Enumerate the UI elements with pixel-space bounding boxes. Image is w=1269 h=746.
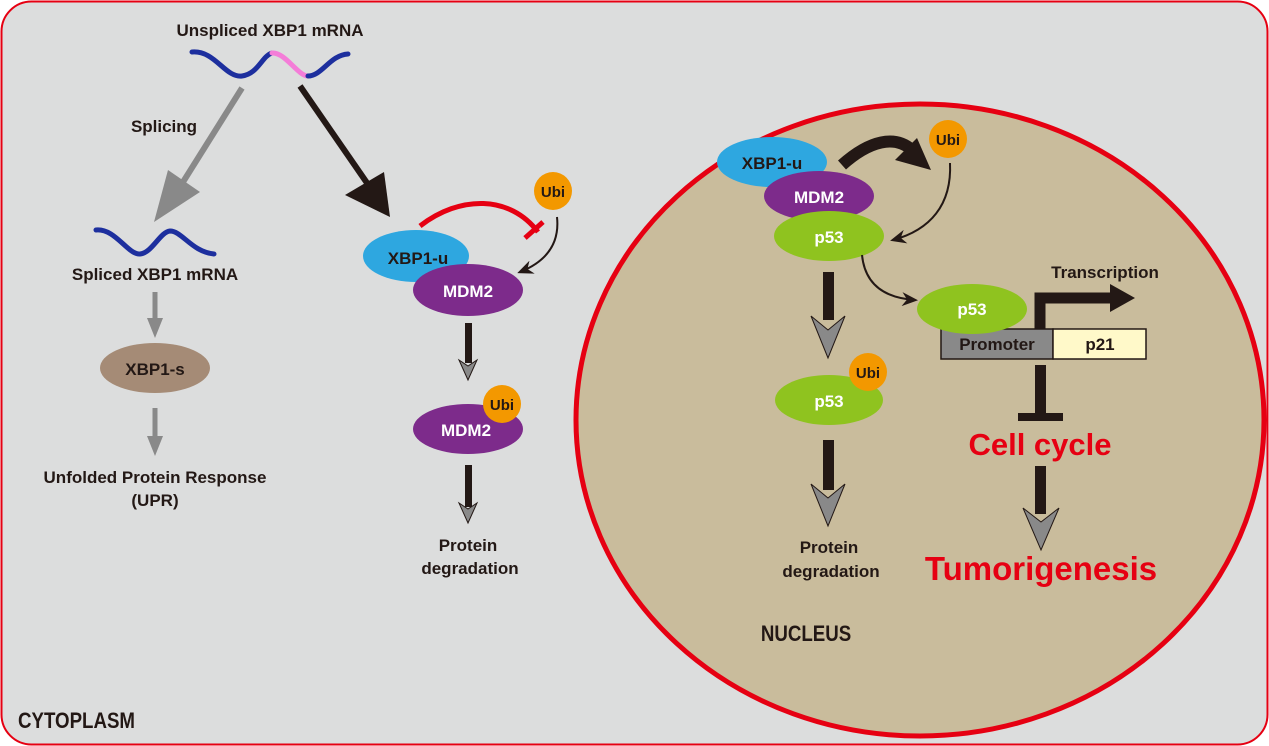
nucleus-ubi-label-p53: Ubi (856, 365, 880, 382)
nucleus-p53-label: p53 (814, 228, 843, 247)
degradation-label-line2: degradation (421, 559, 518, 578)
nucleus-xbp1u-label: XBP1-u (742, 154, 802, 173)
arrow-to-mdm2-ubi (457, 323, 479, 382)
ubi-tag (534, 172, 572, 210)
nucleus-p53-bound-label: p53 (957, 300, 986, 319)
ubi-tag-mdm2 (483, 385, 521, 423)
nucleus-ubi-label: Ubi (936, 132, 960, 149)
splicing-arrow (154, 86, 245, 222)
xbp1s-protein (100, 343, 210, 393)
mdm2-label: MDM2 (443, 282, 493, 301)
nucleus-label: NUCLEUS (761, 623, 851, 647)
ubi-label-mdm2: Ubi (490, 397, 514, 414)
p53-ubiquitination-arrow (810, 272, 846, 360)
nucleus-mdm2-label: MDM2 (794, 188, 844, 207)
promoter-label: Promoter (959, 335, 1035, 354)
upr-label-line2: (UPR) (131, 491, 178, 510)
xbp1u-label: XBP1-u (388, 249, 448, 268)
inhibition-arc (418, 200, 545, 240)
p53-degradation-arrow (810, 440, 846, 528)
arrow-to-degradation (457, 465, 479, 525)
xbp1s-label: XBP1-s (125, 360, 185, 379)
arrow-to-upr (147, 408, 163, 456)
p53-to-promoter-arrow (861, 254, 918, 307)
mdm2-to-ubi-arrow (838, 135, 931, 170)
arrow-to-xbp1s (147, 292, 163, 338)
ubi-label: Ubi (541, 184, 565, 201)
mdm2-protein (413, 264, 523, 316)
ubi-to-p53-arrow (890, 162, 952, 244)
p21-label: p21 (1085, 335, 1114, 354)
nucleus-ubi-tag (929, 120, 967, 158)
translation-arrow (297, 84, 390, 217)
p21-inhibits-cell-cycle (1018, 365, 1063, 421)
nucleus-mdm2-protein (764, 171, 874, 221)
ubiquitination-arrow (517, 216, 559, 274)
nucleus-p53-bound-protein (917, 284, 1027, 334)
upr-label-line1: Unfolded Protein Response (44, 468, 267, 487)
transcription-label: Transcription (1051, 263, 1159, 282)
degradation-label-line1: Protein (439, 536, 498, 555)
spliced-mrna-label: Spliced XBP1 mRNA (72, 265, 238, 284)
nucleus-degradation-line2: degradation (782, 562, 879, 581)
cytoplasm-label: CYTOPLASM (18, 710, 135, 734)
spliced-mrna-icon (93, 227, 217, 257)
splicing-label: Splicing (131, 117, 197, 136)
nucleus-ubi-tag-p53 (849, 353, 887, 391)
nucleus-p53-protein (774, 211, 884, 261)
unspliced-mrna-label: Unspliced XBP1 mRNA (176, 21, 363, 40)
transcription-arrow (1034, 284, 1135, 333)
nucleus-region (573, 101, 1267, 739)
nucleus-degradation-line1: Protein (800, 538, 859, 557)
nucleus-p53-ubi-label: p53 (814, 392, 843, 411)
nucleus-p53-ubi-protein (775, 375, 883, 425)
cell-cycle-to-tumorigenesis-arrow (1022, 466, 1060, 552)
unspliced-mrna-icon (189, 49, 351, 79)
mdm2-ubi-label: MDM2 (441, 421, 491, 440)
cell-cycle-label: Cell cycle (968, 427, 1111, 462)
promoter-box (940, 328, 1054, 360)
tumorigenesis-label: Tumorigenesis (925, 550, 1157, 587)
p21-gene-box (1052, 328, 1147, 360)
